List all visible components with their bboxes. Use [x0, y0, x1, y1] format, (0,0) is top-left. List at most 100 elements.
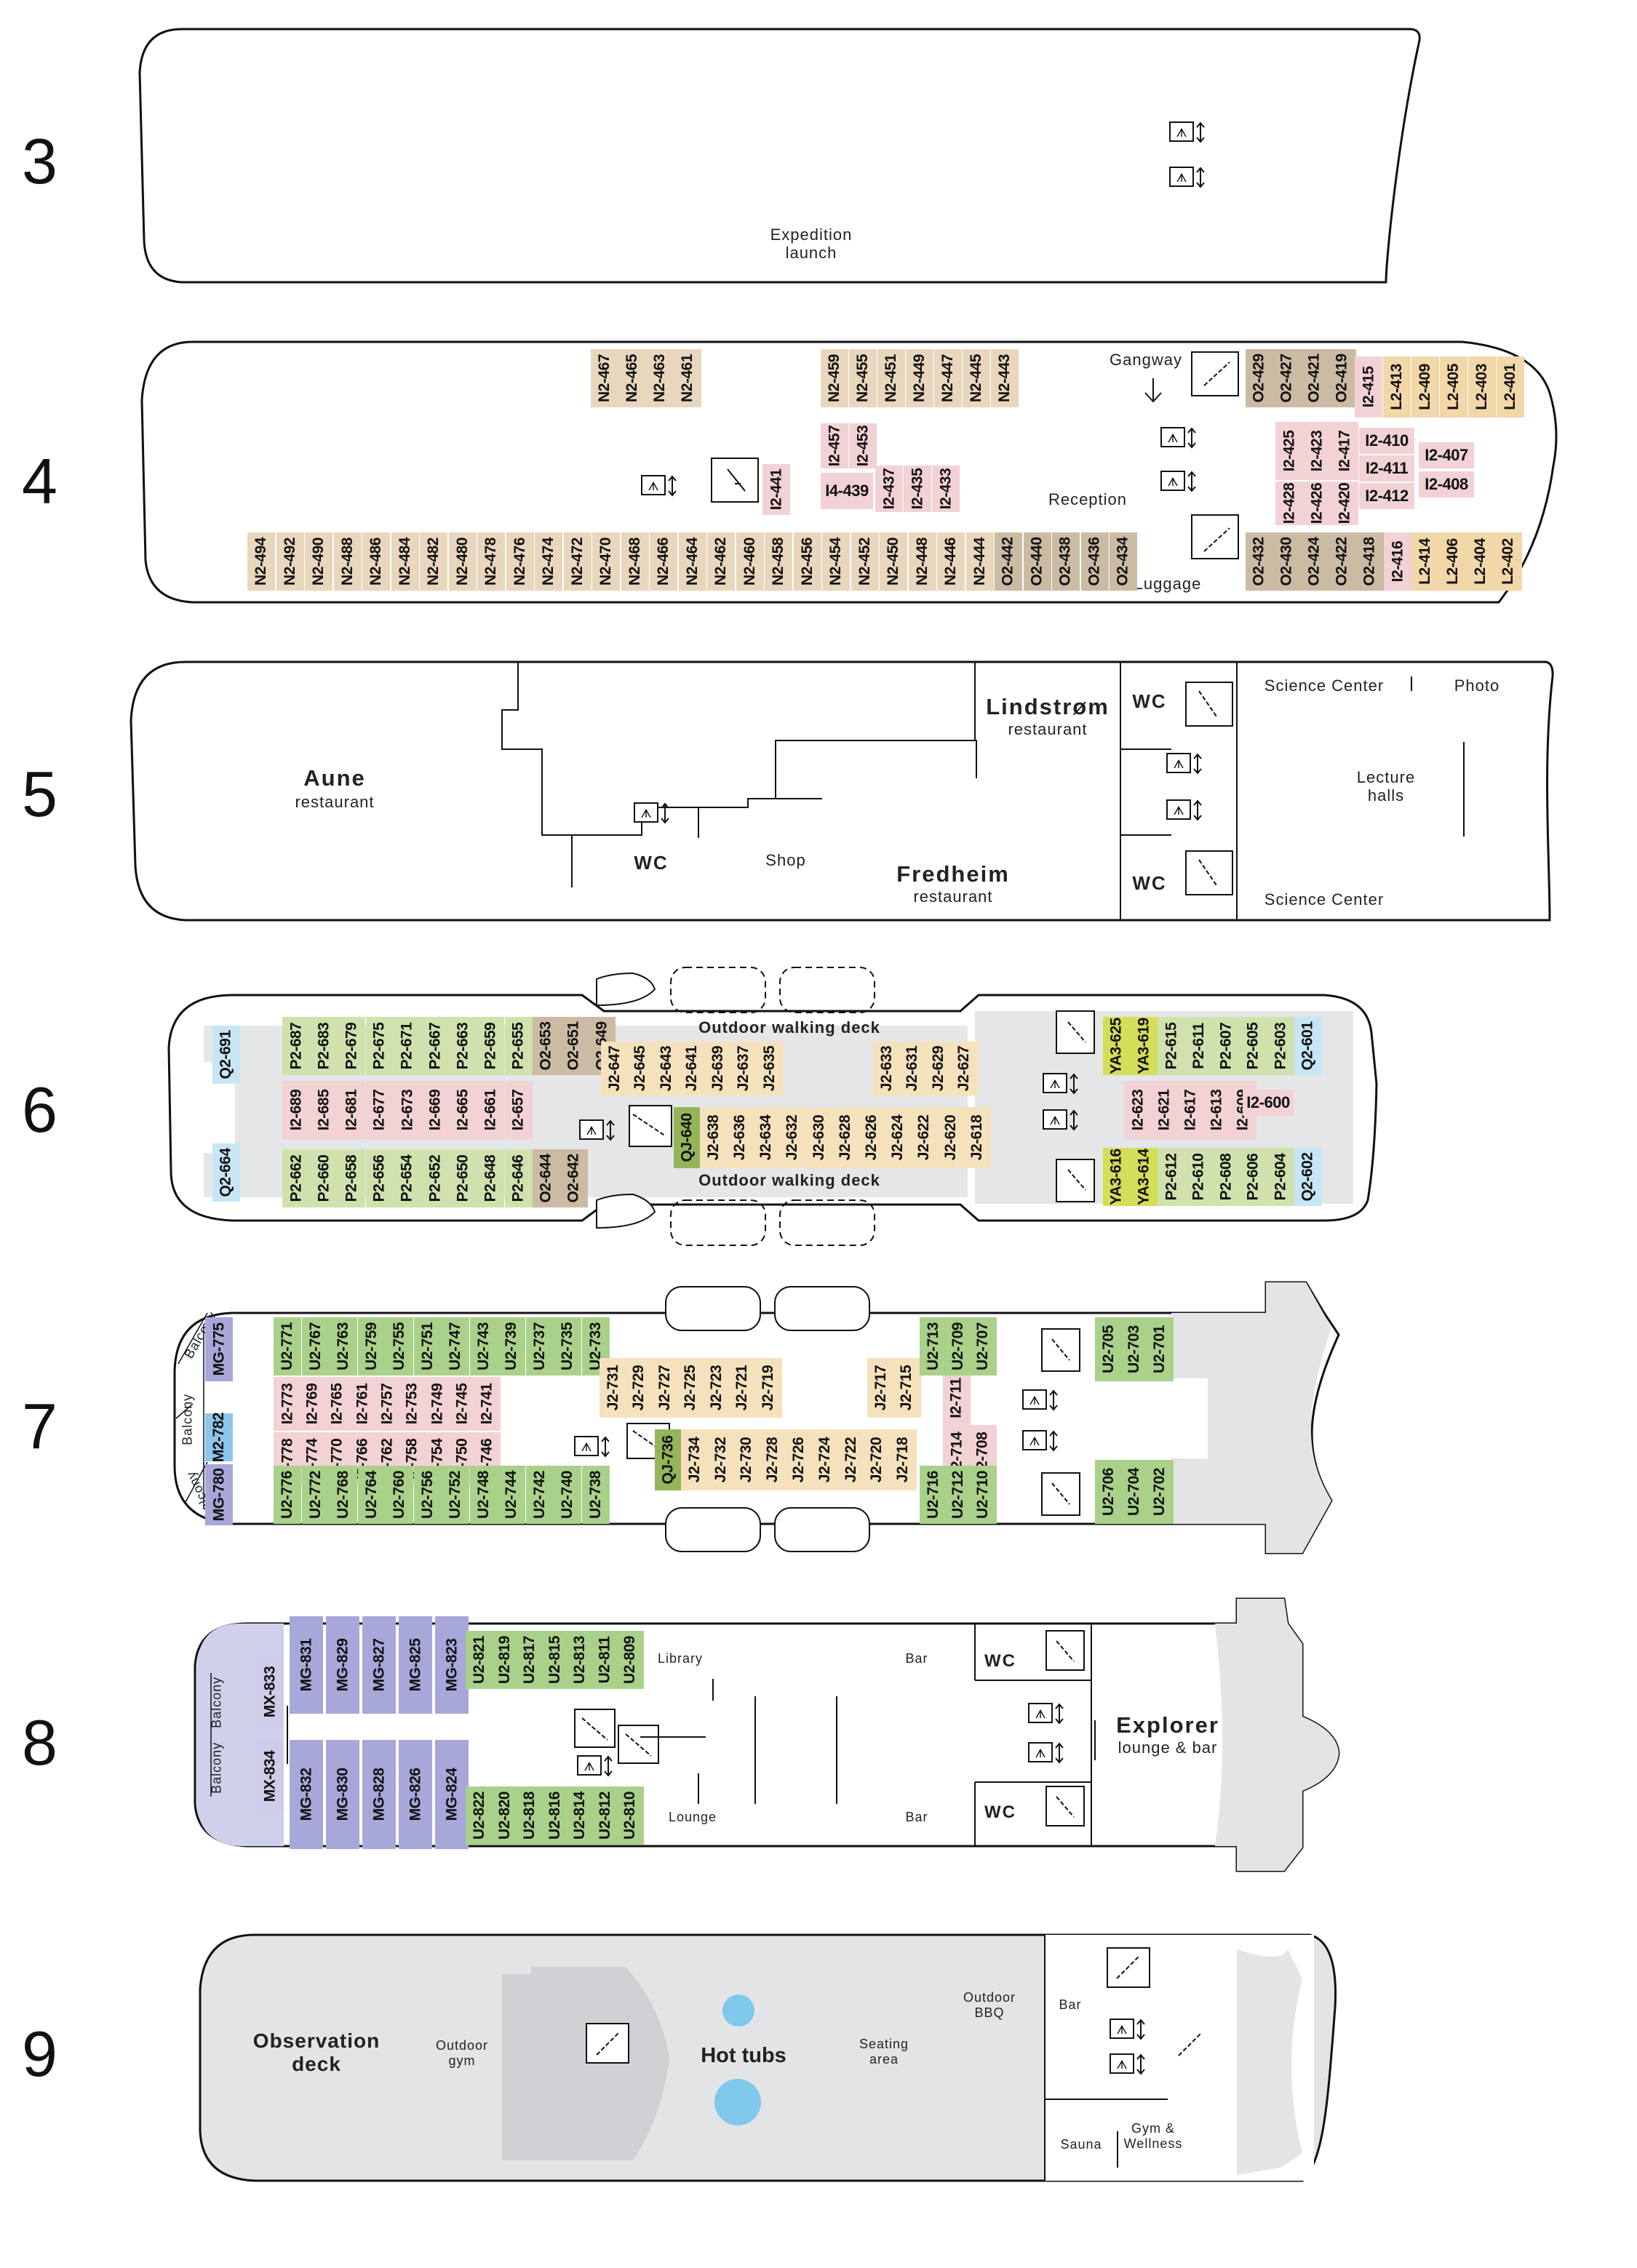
- cabin-n2-470[interactable]: N2-470: [592, 532, 620, 591]
- cabin-j2-638[interactable]: J2-638: [700, 1107, 728, 1168]
- cabin-i2-657[interactable]: I2-657: [504, 1081, 533, 1139]
- cabin-i2-681[interactable]: I2-681: [338, 1081, 366, 1139]
- cabin-n2-474[interactable]: N2-474: [535, 532, 562, 591]
- cabin-n2-461[interactable]: N2-461: [674, 349, 701, 407]
- cabin-n2-484[interactable]: N2-484: [391, 532, 419, 591]
- cabin-i2-441[interactable]: I2-441: [762, 464, 790, 515]
- cabin-i2-773[interactable]: I2-773: [274, 1377, 301, 1431]
- cabin-o2-430[interactable]: O2-430: [1273, 532, 1301, 591]
- cabin-u2-743[interactable]: U2-743: [469, 1317, 498, 1375]
- cabin-mg-823[interactable]: MG-823: [435, 1616, 469, 1714]
- cabin-n2-488[interactable]: N2-488: [333, 532, 362, 591]
- cabin-p2-610[interactable]: P2-610: [1184, 1148, 1213, 1206]
- cabin-j2-620[interactable]: J2-620: [936, 1107, 965, 1168]
- cabin-i2-623[interactable]: I2-623: [1124, 1081, 1152, 1139]
- cabin-i2-753[interactable]: I2-753: [398, 1377, 426, 1431]
- cabin-u2-819[interactable]: U2-819: [490, 1631, 519, 1689]
- cabin-p2-646[interactable]: P2-646: [504, 1149, 533, 1207]
- cabin-o2-653[interactable]: O2-653: [532, 1017, 560, 1075]
- cabin-o2-418[interactable]: O2-418: [1356, 532, 1384, 591]
- cabin-i2-411[interactable]: I2-411: [1359, 455, 1414, 482]
- cabin-l2-406[interactable]: L2-406: [1439, 532, 1467, 591]
- cabin-n2-447[interactable]: N2-447: [934, 349, 962, 407]
- cabin-l2-404[interactable]: L2-404: [1467, 532, 1494, 591]
- cabin-u2-768[interactable]: U2-768: [330, 1466, 357, 1524]
- cabin-o2-442[interactable]: O2-442: [995, 532, 1022, 591]
- cabin-qj-640[interactable]: QJ-640: [674, 1107, 701, 1168]
- cabin-i2-669[interactable]: I2-669: [421, 1081, 449, 1139]
- cabin-p2-656[interactable]: P2-656: [365, 1149, 394, 1207]
- cabin-u2-760[interactable]: U2-760: [386, 1466, 413, 1524]
- cabin-j2-730[interactable]: J2-730: [733, 1429, 761, 1490]
- cabin-i2-689[interactable]: I2-689: [282, 1081, 310, 1139]
- cabin-o2-424[interactable]: O2-424: [1301, 532, 1329, 591]
- cabin-mg-829[interactable]: MG-829: [326, 1616, 359, 1714]
- cabin-j2-628[interactable]: J2-628: [832, 1107, 859, 1168]
- cabin-i2-617[interactable]: I2-617: [1176, 1081, 1204, 1139]
- cabin-p2-687[interactable]: P2-687: [282, 1017, 310, 1075]
- cabin-i4-439[interactable]: I4-439: [821, 473, 873, 509]
- cabin-j2-732[interactable]: J2-732: [706, 1429, 735, 1490]
- cabin-u2-705[interactable]: U2-705: [1095, 1317, 1123, 1381]
- cabin-u2-772[interactable]: U2-772: [301, 1466, 330, 1524]
- cabin-l2-401[interactable]: L2-401: [1497, 356, 1524, 418]
- cabin-p2-671[interactable]: P2-671: [393, 1017, 421, 1075]
- cabin-u2-767[interactable]: U2-767: [301, 1317, 330, 1375]
- cabin-j2-728[interactable]: J2-728: [759, 1429, 787, 1490]
- cabin-u2-756[interactable]: U2-756: [413, 1466, 442, 1524]
- cabin-i2-745[interactable]: I2-745: [448, 1377, 477, 1431]
- cabin-i2-433[interactable]: I2-433: [932, 466, 960, 512]
- cabin-i2-613[interactable]: I2-613: [1203, 1081, 1230, 1139]
- cabin-u2-702[interactable]: U2-702: [1146, 1460, 1174, 1524]
- cabin-o2-651[interactable]: O2-651: [560, 1017, 588, 1075]
- cabin-u2-816[interactable]: U2-816: [541, 1786, 569, 1845]
- cabin-q2-691[interactable]: Q2-691: [212, 1026, 240, 1084]
- cabin-p2-615[interactable]: P2-615: [1158, 1017, 1185, 1075]
- cabin-mg-827[interactable]: MG-827: [362, 1616, 396, 1714]
- cabin-p2-662[interactable]: P2-662: [282, 1149, 310, 1207]
- cabin-ya3-614[interactable]: YA3-614: [1130, 1148, 1158, 1206]
- cabin-mg-825[interactable]: MG-825: [399, 1616, 432, 1714]
- cabin-i2-600[interactable]: I2-600: [1243, 1090, 1294, 1116]
- cabin-i2-437[interactable]: I2-437: [875, 466, 903, 512]
- cabin-i2-420[interactable]: I2-420: [1331, 482, 1358, 525]
- cabin-u2-747[interactable]: U2-747: [442, 1317, 469, 1375]
- cabin-u2-822[interactable]: U2-822: [466, 1786, 493, 1845]
- cabin-u2-737[interactable]: U2-737: [525, 1317, 554, 1375]
- cabin-u2-809[interactable]: U2-809: [616, 1631, 644, 1689]
- cabin-u2-706[interactable]: U2-706: [1095, 1460, 1123, 1524]
- cabin-i2-453[interactable]: I2-453: [849, 423, 877, 468]
- cabin-u2-771[interactable]: U2-771: [274, 1317, 301, 1375]
- cabin-mg-775[interactable]: MG-775: [205, 1317, 233, 1381]
- cabin-o2-419[interactable]: O2-419: [1329, 349, 1356, 407]
- cabin-j2-645[interactable]: J2-645: [626, 1042, 655, 1095]
- cabin-q2-602[interactable]: Q2-602: [1294, 1148, 1322, 1206]
- cabin-u2-707[interactable]: U2-707: [969, 1317, 997, 1375]
- cabin-n2-486[interactable]: N2-486: [362, 532, 390, 591]
- cabin-j2-722[interactable]: J2-722: [837, 1429, 865, 1490]
- cabin-i2-457[interactable]: I2-457: [821, 423, 848, 468]
- cabin-u2-735[interactable]: U2-735: [554, 1317, 581, 1375]
- cabin-n2-468[interactable]: N2-468: [621, 532, 649, 591]
- cabin-p2-604[interactable]: P2-604: [1267, 1148, 1294, 1206]
- cabin-p2-648[interactable]: P2-648: [477, 1149, 505, 1207]
- cabin-n2-459[interactable]: N2-459: [821, 349, 848, 407]
- cabin-n2-462[interactable]: N2-462: [707, 532, 735, 591]
- cabin-i2-428[interactable]: I2-428: [1275, 482, 1303, 525]
- cabin-o2-436[interactable]: O2-436: [1080, 532, 1109, 591]
- cabin-p2-605[interactable]: P2-605: [1239, 1017, 1267, 1075]
- cabin-n2-480[interactable]: N2-480: [448, 532, 477, 591]
- cabin-u2-710[interactable]: U2-710: [969, 1466, 997, 1524]
- cabin-i2-769[interactable]: I2-769: [298, 1377, 327, 1431]
- cabin-i2-435[interactable]: I2-435: [904, 466, 931, 512]
- cabin-u2-748[interactable]: U2-748: [469, 1466, 498, 1524]
- cabin-p2-654[interactable]: P2-654: [393, 1149, 421, 1207]
- cabin-j2-637[interactable]: J2-637: [730, 1042, 758, 1095]
- cabin-i2-407[interactable]: I2-407: [1419, 442, 1474, 468]
- cabin-p2-606[interactable]: P2-606: [1239, 1148, 1267, 1206]
- cabin-j2-720[interactable]: J2-720: [863, 1429, 891, 1490]
- cabin-p2-608[interactable]: P2-608: [1212, 1148, 1240, 1206]
- cabin-j2-718[interactable]: J2-718: [889, 1429, 917, 1490]
- cabin-n2-443[interactable]: N2-443: [991, 349, 1019, 407]
- cabin-n2-467[interactable]: N2-467: [591, 349, 618, 407]
